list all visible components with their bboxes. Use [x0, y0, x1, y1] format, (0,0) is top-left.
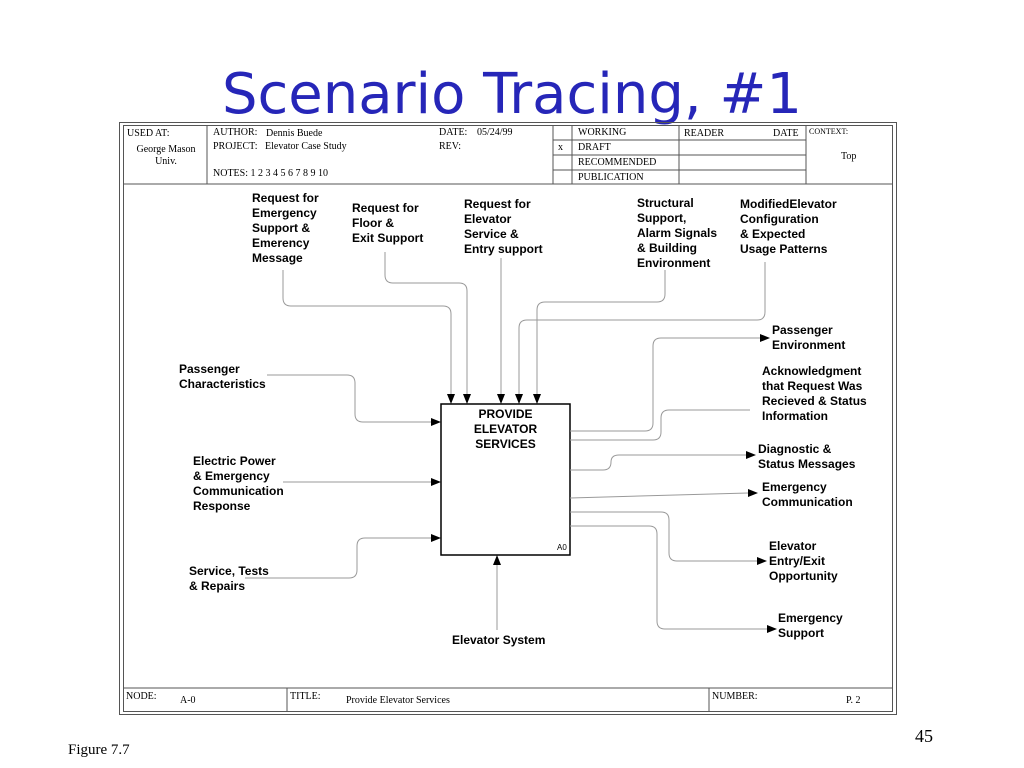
author-value: Dennis Buede	[266, 128, 323, 139]
status-draft: DRAFT	[578, 142, 611, 153]
idef0-form-outer-border	[119, 122, 897, 715]
control-label-emergency-request: Request for Emergency Support & Emerency…	[252, 191, 319, 265]
control-label-modified-configuration: ModifiedElevator Configuration & Expecte…	[740, 197, 837, 256]
input-arrowheads	[431, 418, 441, 542]
input-label-passenger-characteristics: Passenger Characteristics	[179, 362, 266, 391]
mechanism-label: Elevator System	[452, 633, 546, 647]
reader-label: READER	[684, 128, 724, 139]
input-label-service-tests-repairs: Service, Tests & Repairs	[189, 564, 269, 593]
context-value: Top	[841, 151, 857, 162]
page-number: 45	[915, 726, 933, 746]
header-grid	[123, 125, 893, 185]
node-label: NODE:	[126, 691, 157, 702]
number-label: NUMBER:	[712, 691, 758, 702]
status-mark: x	[558, 142, 563, 153]
idef0-form-inner-border	[123, 125, 893, 712]
node-value: A-0	[180, 695, 196, 706]
function-box-a0	[440, 403, 571, 556]
output-arrows	[569, 337, 767, 630]
output-arrowheads	[746, 334, 777, 633]
author-label: AUTHOR:	[213, 127, 258, 138]
date-value: 05/24/99	[477, 127, 513, 138]
form-title-label: TITLE:	[290, 691, 321, 702]
project-value: Elevator Case Study	[265, 141, 347, 152]
project-label: PROJECT:	[213, 141, 258, 152]
output-label-diagnostic-messages: Diagnostic & Status Messages	[758, 442, 856, 471]
used-at-value: George Mason Univ.	[136, 144, 196, 167]
function-box-label: PROVIDE ELEVATOR SERVICES	[473, 407, 538, 451]
slide-title: Scenario Tracing, #1	[221, 62, 803, 127]
input-label-electric-power: Electric Power & Emergency Communication…	[193, 454, 284, 513]
output-label-acknowledgment: Acknowledgment that Request Was Recieved…	[762, 364, 867, 423]
control-arrows	[282, 252, 766, 394]
function-box-node-id: A0	[557, 543, 567, 552]
output-label-emergency-communication: Emergency Communication	[762, 480, 853, 509]
status-publication: PUBLICATION	[578, 172, 644, 183]
control-arrowheads	[447, 394, 541, 404]
control-label-structural-support: Structural Support, Alarm Signals & Buil…	[637, 196, 718, 270]
context-label: CONTEXT:	[809, 127, 849, 136]
mechanism-arrowhead	[493, 555, 501, 565]
used-at-label: USED AT:	[127, 128, 170, 139]
reader-date-label: DATE	[773, 128, 799, 139]
output-label-entry-exit-opportunity: Elevator Entry/Exit Opportunity	[769, 539, 838, 583]
rev-label: REV:	[439, 141, 462, 152]
output-label-emergency-support: Emergency Support	[778, 611, 843, 640]
date-label: DATE:	[439, 127, 468, 138]
control-label-service-entry-request: Request for Elevator Service & Entry sup…	[464, 197, 543, 256]
figure-caption: Figure 7.7	[68, 742, 130, 758]
status-recommended: RECOMMENDED	[578, 157, 657, 168]
form-title-value: Provide Elevator Services	[346, 695, 450, 706]
output-label-passenger-environment: Passenger Environment	[772, 323, 846, 352]
status-working: WORKING	[578, 127, 627, 138]
notes-label: NOTES: 1 2 3 4 5 6 7 8 9 10	[213, 168, 328, 179]
input-arrows	[245, 374, 431, 579]
control-label-floor-exit-request: Request for Floor & Exit Support	[352, 201, 424, 245]
footer-grid	[123, 687, 893, 712]
number-value: P. 2	[846, 695, 861, 706]
